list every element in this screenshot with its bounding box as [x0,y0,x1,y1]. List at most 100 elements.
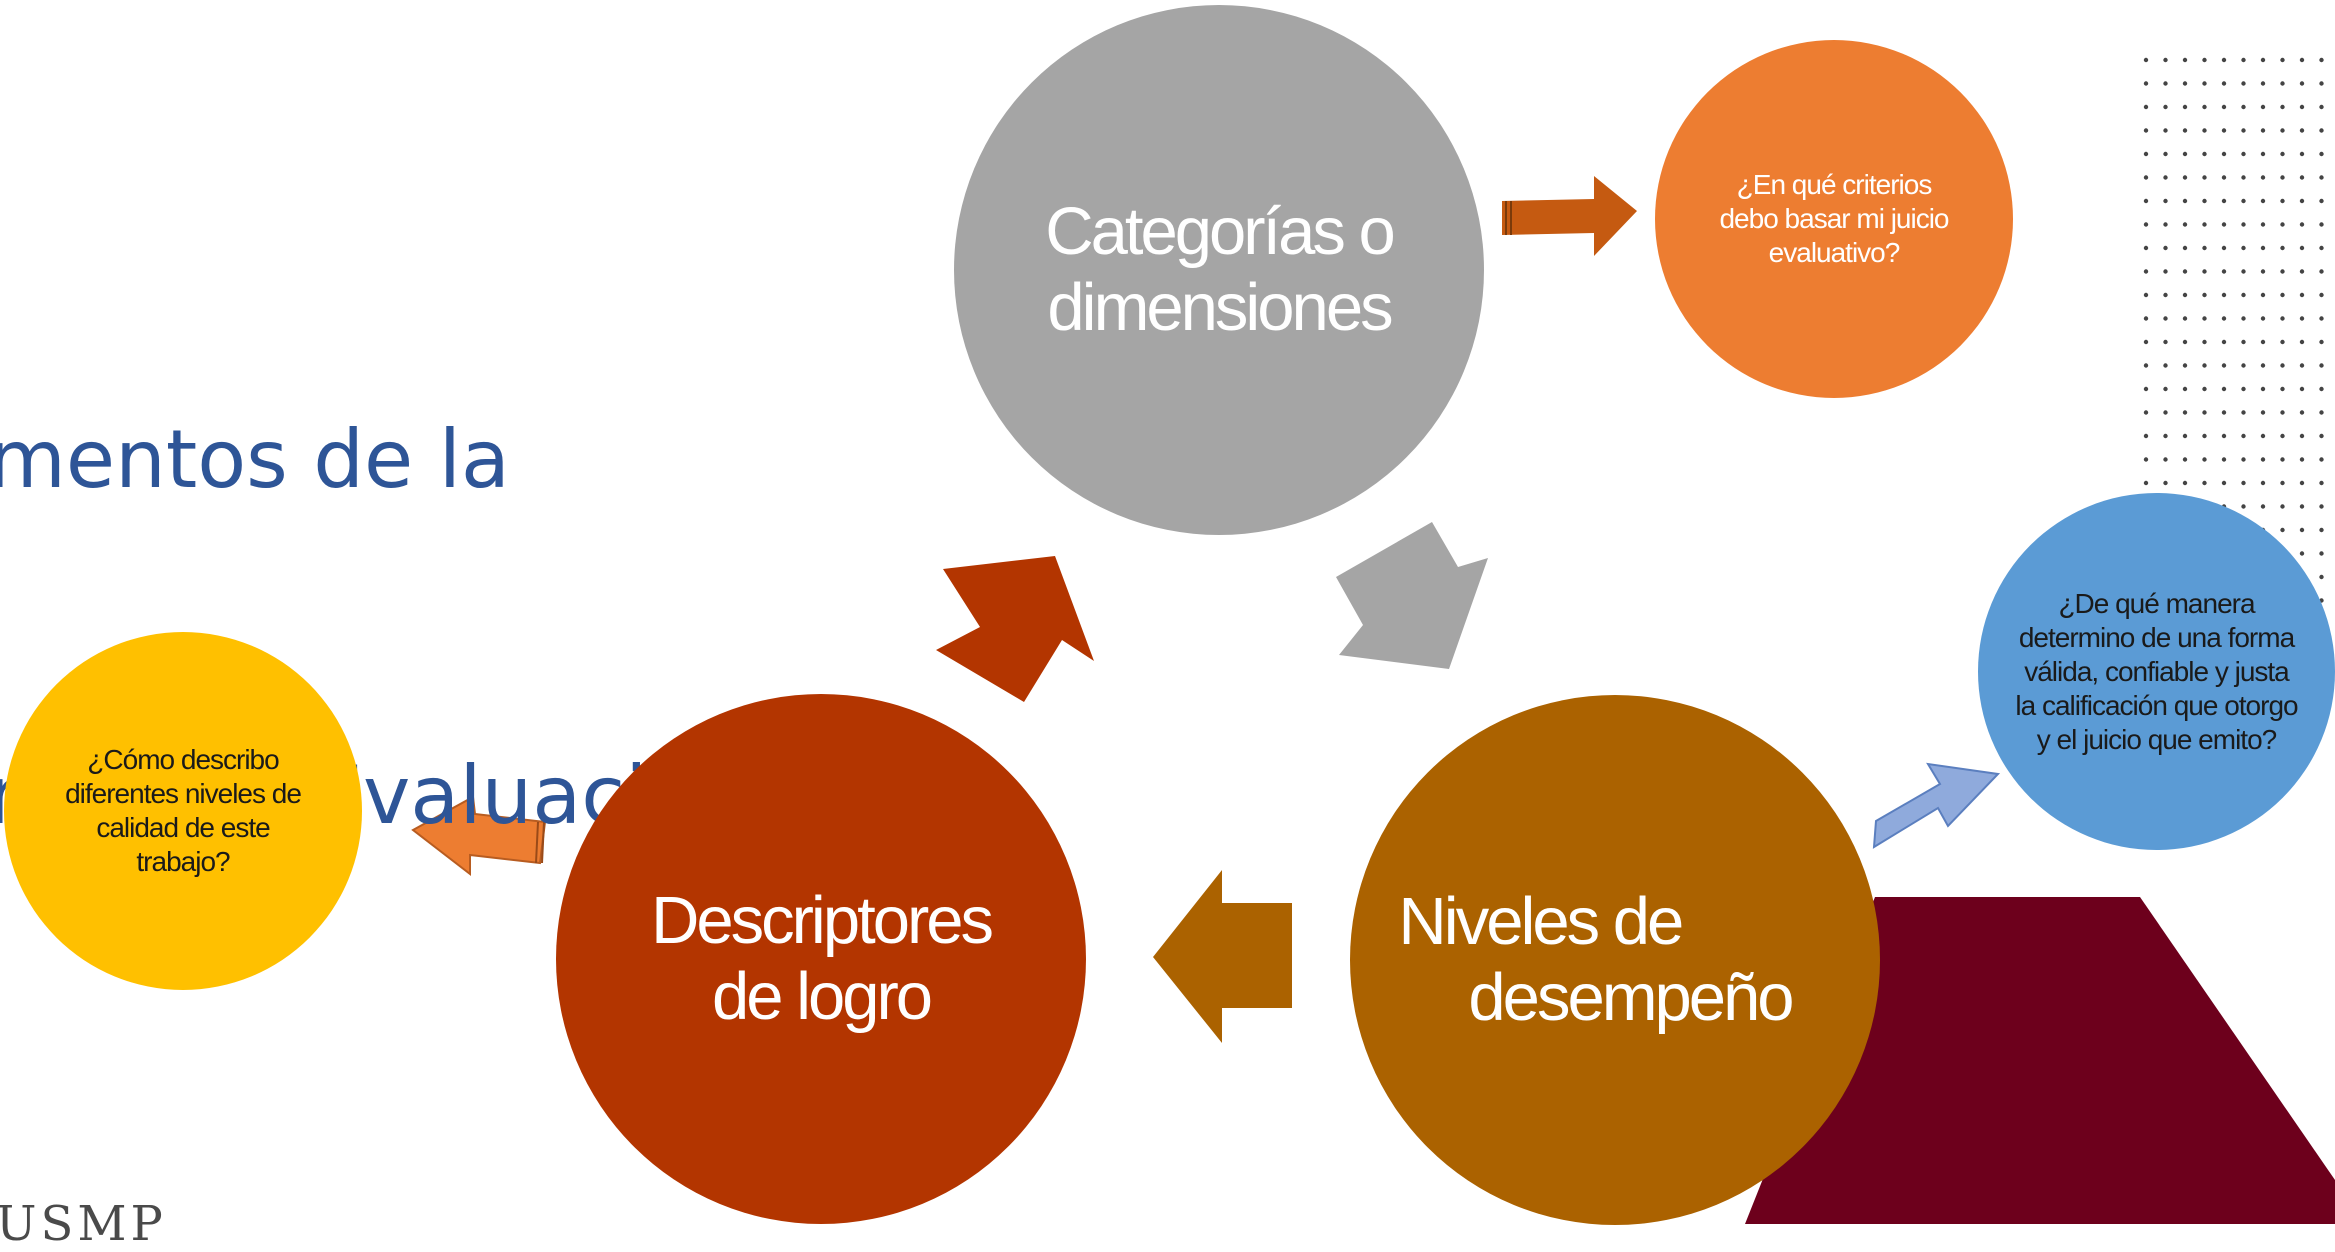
dot [2221,316,2227,321]
dot [2299,504,2305,509]
dot [2241,410,2246,415]
dot [2260,222,2266,227]
dot [2319,292,2324,298]
dot [2260,198,2266,204]
dot [2163,292,2168,298]
arrow-right-icon [1502,176,1637,256]
dot [2202,81,2207,86]
dot [2163,433,2168,439]
dot [2319,339,2324,345]
dot [2202,128,2207,133]
dot [2163,81,2168,86]
dot [2143,104,2149,110]
dot [2260,151,2266,157]
dot [2202,480,2207,486]
dot [2221,433,2227,439]
dot [2241,480,2246,486]
dot [2319,504,2324,509]
arrow-up-right-icon [936,556,1094,702]
dot [2280,104,2285,110]
dot [2182,480,2188,486]
dot [2299,433,2305,439]
niveles-label: Niveles de desempeño [1398,884,1794,1036]
dot [2221,269,2227,274]
dot [2299,457,2305,462]
dot [2143,292,2149,298]
dot [2280,527,2285,533]
dot [2260,245,2266,251]
dot [2319,527,2324,533]
dot [2202,316,2207,321]
dot [2143,480,2149,486]
dot [2260,410,2266,415]
dot [2182,386,2188,392]
dot [2260,104,2266,110]
dot [2280,222,2285,227]
dot [2182,269,2188,274]
dot [2319,316,2324,321]
dot [2221,198,2227,204]
dot [2299,386,2305,392]
dot [2241,316,2246,321]
dot [2280,151,2285,157]
dot [2202,386,2207,392]
dot [2163,410,2168,415]
dot [2280,410,2285,415]
dot [2280,504,2285,509]
dot [2260,292,2266,298]
dot [2241,222,2246,227]
dot [2280,363,2285,368]
dot [2182,410,2188,415]
dot [2241,504,2246,509]
question-criterios-circle: ¿En qué criterios debo basar mi juicio e… [1655,40,2013,398]
dot [2280,269,2285,274]
dot [2241,81,2246,86]
dot [2163,175,2168,180]
dot [2182,57,2188,63]
dot [2241,245,2246,251]
dot [2202,339,2207,345]
dot [2163,57,2168,63]
dot [2260,269,2266,274]
dot [2163,198,2168,204]
dot [2319,410,2324,415]
dot [2221,386,2227,392]
dot [2280,81,2285,86]
dot [2319,363,2324,368]
dot [2299,245,2305,251]
dot [2143,339,2149,345]
dot [2182,151,2188,157]
dot [2221,245,2227,251]
title-line-1: mentos de la [0,413,510,506]
dot [2202,245,2207,251]
dot [2280,198,2285,204]
dot [2163,222,2168,227]
dot [2319,104,2324,110]
dot [2299,316,2305,321]
usmp-logo: USMP [0,1196,167,1252]
dot [2319,198,2324,204]
dot [2241,269,2246,274]
dot [2202,433,2207,439]
dot [2299,222,2305,227]
dot [2221,175,2227,180]
dot [2241,198,2246,204]
dot [2319,245,2324,251]
dot [2241,57,2246,63]
dot [2182,198,2188,204]
dot [2182,433,2188,439]
dot [2143,57,2149,63]
dot [2163,457,2168,462]
decorative-layer [411,57,2335,1224]
dot [2299,480,2305,486]
dot [2241,292,2246,298]
dot [2299,151,2305,157]
dot [2280,292,2285,298]
categorias-circle: Categorías o dimensiones [954,5,1484,535]
dot [2182,339,2188,345]
dot [2260,81,2266,86]
dot [2319,574,2324,580]
dot [2182,245,2188,251]
dot [2202,269,2207,274]
dot [2182,363,2188,368]
